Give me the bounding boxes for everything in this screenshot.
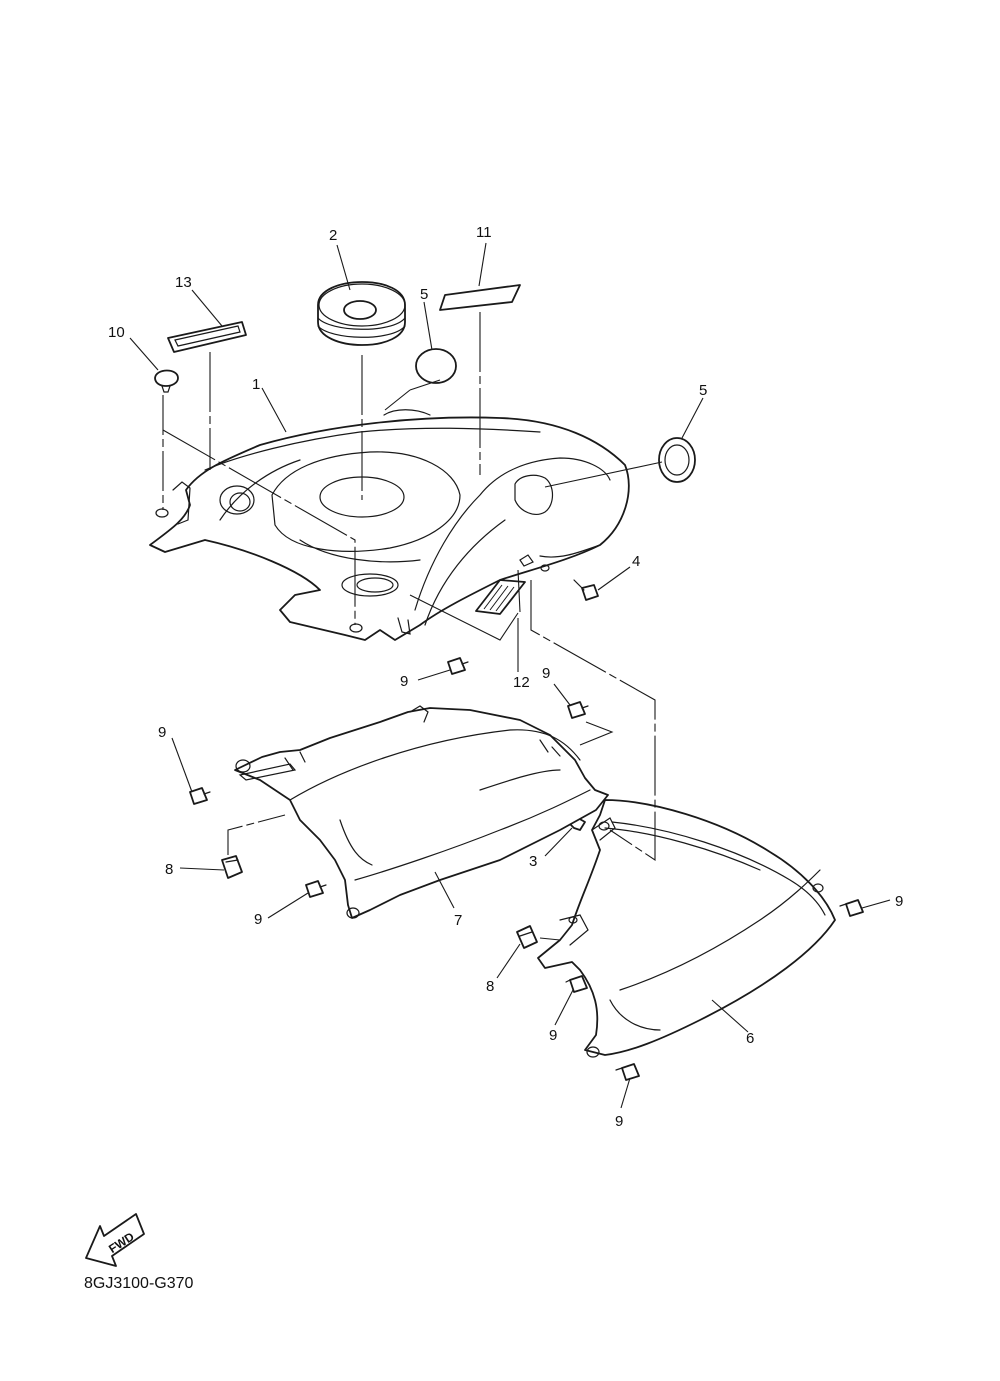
callout-9-tank: 9 <box>400 673 408 690</box>
callout-8-left: 8 <box>165 861 173 878</box>
bolt-part-9-left-lower <box>305 880 327 898</box>
callout-6: 6 <box>746 1030 754 1047</box>
callout-9-left-upper: 9 <box>158 724 166 741</box>
bolt-part-9-left-upper <box>189 787 211 805</box>
callout-5-pad: 5 <box>420 286 428 303</box>
callout-9-right-bottom: 9 <box>615 1113 623 1130</box>
callout-10: 10 <box>108 324 125 341</box>
clip-part-8-right <box>516 925 538 949</box>
callout-11: 11 <box>476 224 492 241</box>
side-cover-part-7 <box>234 705 609 919</box>
callout-8-right: 8 <box>486 978 494 995</box>
callout-leaders <box>129 242 891 1109</box>
callout-12: 12 <box>513 674 530 691</box>
bolt-part-4 <box>573 579 599 601</box>
side-cover-part-6 <box>537 799 836 1058</box>
callout-9-right-edge: 9 <box>895 893 903 910</box>
grommet-part-2 <box>317 281 406 346</box>
fwd-arrow-icon: FWD <box>85 1213 145 1267</box>
diagram-code: 8GJ3100-G370 <box>84 1275 194 1292</box>
label-part-11 <box>439 284 521 311</box>
callout-9-left-lower: 9 <box>254 911 262 928</box>
bolt-part-9-right-mid <box>565 975 588 993</box>
callout-5-emblem: 5 <box>699 382 707 399</box>
clip-part-10 <box>154 369 179 393</box>
bolt-part-9-right-edge <box>839 899 864 917</box>
emblem-part-5 <box>658 437 696 483</box>
callout-3: 3 <box>529 853 537 870</box>
label-part-13 <box>167 321 247 353</box>
label-part-12 <box>475 579 526 615</box>
bolt-part-9-tank <box>447 657 469 675</box>
clip-part-8-left <box>221 855 243 879</box>
emblem-pad-part-5 <box>415 348 457 384</box>
callout-9-upper-right: 9 <box>542 665 550 682</box>
callout-13: 13 <box>175 274 192 291</box>
tank-cover-part-1 <box>149 409 630 641</box>
bolt-part-9-upper-right <box>567 701 589 719</box>
callout-numbers: 1 2 3 4 5 5 6 7 8 8 9 9 9 9 9 9 9 10 11 … <box>108 224 903 1130</box>
callout-1: 1 <box>252 376 260 393</box>
callout-9-right-mid: 9 <box>549 1027 557 1044</box>
callout-7: 7 <box>454 912 462 929</box>
callout-4: 4 <box>632 553 640 570</box>
callout-2: 2 <box>329 227 337 244</box>
alignment-lines <box>162 312 663 941</box>
bolt-part-9-right-bottom <box>615 1063 640 1081</box>
